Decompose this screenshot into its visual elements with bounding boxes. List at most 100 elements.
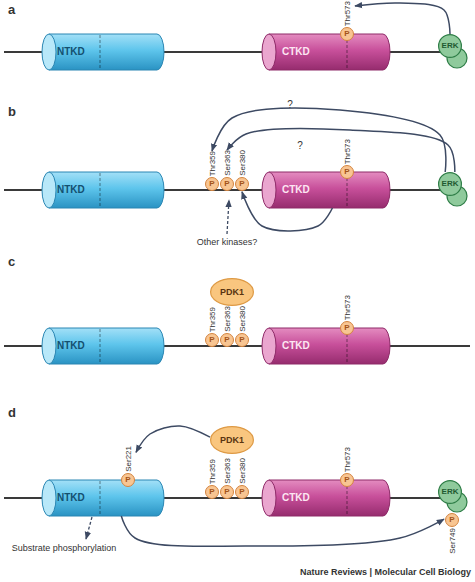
credit-line: Nature Reviews | Molecular Cell Biology — [300, 568, 471, 578]
pdk1-kinase: PDK1 — [210, 278, 254, 306]
phosphorylation-arrow — [355, 3, 450, 34]
phospho-mark: P — [205, 177, 219, 191]
residue-label: Thr359 — [208, 151, 217, 176]
kinase-shape — [211, 427, 254, 454]
kinase-shape — [439, 481, 462, 504]
kinase-name: ERK — [442, 488, 459, 496]
edge-label: ? — [297, 140, 303, 151]
phospho-mark: P — [220, 333, 234, 347]
phosphorylation-arrow — [227, 128, 455, 172]
phospho-site: Ser363P — [219, 458, 235, 500]
domain-label: NTKD — [57, 184, 85, 196]
phospho-mark: P — [235, 177, 249, 191]
residue-label: Thr573 — [343, 295, 352, 320]
phosphorylation-arrow — [242, 192, 332, 231]
phosphorylation-arrow — [136, 426, 210, 452]
erk-kinase: ERK — [438, 480, 462, 504]
phospho-site: Ser380P — [234, 306, 250, 348]
phospho-site: Thr573P — [339, 1, 355, 42]
residue-label: Thr359 — [208, 459, 217, 484]
residue-label: Ser221 — [124, 446, 133, 472]
cylinder-outline — [262, 480, 390, 516]
domain-label: NTKD — [57, 46, 85, 58]
phospho-mark: P — [205, 333, 219, 347]
kinase-name: ERK — [442, 180, 459, 188]
phospho-site: Thr573P — [339, 295, 355, 336]
cylinder-body — [269, 172, 390, 208]
cylinder-face — [262, 172, 276, 208]
kinase-label-box: PDK1 — [210, 278, 254, 306]
kinase-domain: NTKD — [42, 172, 164, 208]
cylinder-outline — [262, 172, 390, 208]
residue-label: Ser363 — [223, 458, 232, 484]
phospho-mark: P — [121, 473, 135, 487]
domain-label-box: NTKD — [57, 46, 85, 58]
domain-label-box: NTKD — [57, 492, 85, 504]
cylinder-body — [269, 34, 390, 70]
phospho-site: Thr573P — [339, 139, 355, 180]
kinase-domain: CTKD — [262, 34, 390, 70]
kinase-name: PDK1 — [220, 288, 244, 297]
domain-label: NTKD — [57, 492, 85, 504]
cylinder-body — [49, 480, 164, 516]
cylinder-body — [49, 328, 164, 364]
phospho-site: Ser363P — [219, 306, 235, 348]
residue-label: Ser380 — [238, 306, 247, 332]
phospho-site: Thr359P — [204, 151, 220, 192]
domain-divider — [100, 35, 101, 69]
cylinder-body — [49, 34, 164, 70]
panel-letter: d — [8, 406, 16, 420]
panel-letter: c — [8, 255, 15, 269]
phospho-mark: P — [340, 321, 354, 335]
phospho-site: PSer749 — [444, 512, 460, 554]
phospho-site: Ser363P — [219, 150, 235, 192]
phospho-site: Thr359P — [204, 307, 220, 348]
kinase-domain: CTKD — [262, 172, 390, 208]
dashed-arrow — [227, 200, 229, 234]
domain-label-box: CTKD — [282, 46, 310, 58]
residue-label: Thr573 — [343, 139, 352, 164]
phospho-mark: P — [235, 485, 249, 499]
cylinder-outline — [262, 34, 390, 70]
phospho-mark: P — [445, 513, 459, 527]
panel-letter: b — [8, 105, 16, 119]
phospho-mark: P — [340, 27, 354, 41]
kinase-domain: NTKD — [42, 480, 164, 516]
residue-label: Ser749 — [448, 528, 457, 554]
pdk1-kinase: PDK1 — [210, 426, 254, 454]
residue-label: Thr359 — [208, 307, 217, 332]
domain-label-box: CTKD — [282, 492, 310, 504]
domain-label: CTKD — [282, 46, 310, 58]
erk-kinase: ERK — [438, 172, 462, 196]
domain-label-box: CTKD — [282, 184, 310, 196]
kinase-shape — [439, 35, 462, 58]
edge-label: ? — [287, 99, 293, 110]
phosphorylation-arrow — [121, 516, 444, 546]
kinase-label-box: ERK — [438, 480, 462, 504]
cylinder-face — [42, 328, 56, 364]
phospho-mark: P — [205, 485, 219, 499]
domain-label: CTKD — [282, 184, 310, 196]
kinase-domain: NTKD — [42, 34, 164, 70]
cylinder-face — [42, 34, 56, 70]
cylinder-face — [42, 172, 56, 208]
erk-kinase: ERK — [438, 34, 462, 58]
kinase-domain: NTKD — [42, 328, 164, 364]
phospho-site: Thr573P — [339, 447, 355, 488]
phospho-mark: P — [235, 333, 249, 347]
kinase-shape — [211, 279, 254, 306]
cylinder-face — [42, 480, 56, 516]
domain-label-box: NTKD — [57, 340, 85, 352]
phospho-mark: P — [220, 177, 234, 191]
cylinder-outline — [262, 328, 390, 364]
kinase-label-box: ERK — [438, 34, 462, 58]
kinase-shape — [439, 173, 462, 196]
annotation: Substrate phosphorylation — [12, 544, 117, 554]
phospho-site: Ser380P — [234, 150, 250, 192]
kinase-label-box: PDK1 — [210, 426, 254, 454]
phospho-mark: P — [340, 473, 354, 487]
dashed-arrow — [86, 517, 92, 539]
phosphorylation-arrow — [212, 108, 446, 172]
